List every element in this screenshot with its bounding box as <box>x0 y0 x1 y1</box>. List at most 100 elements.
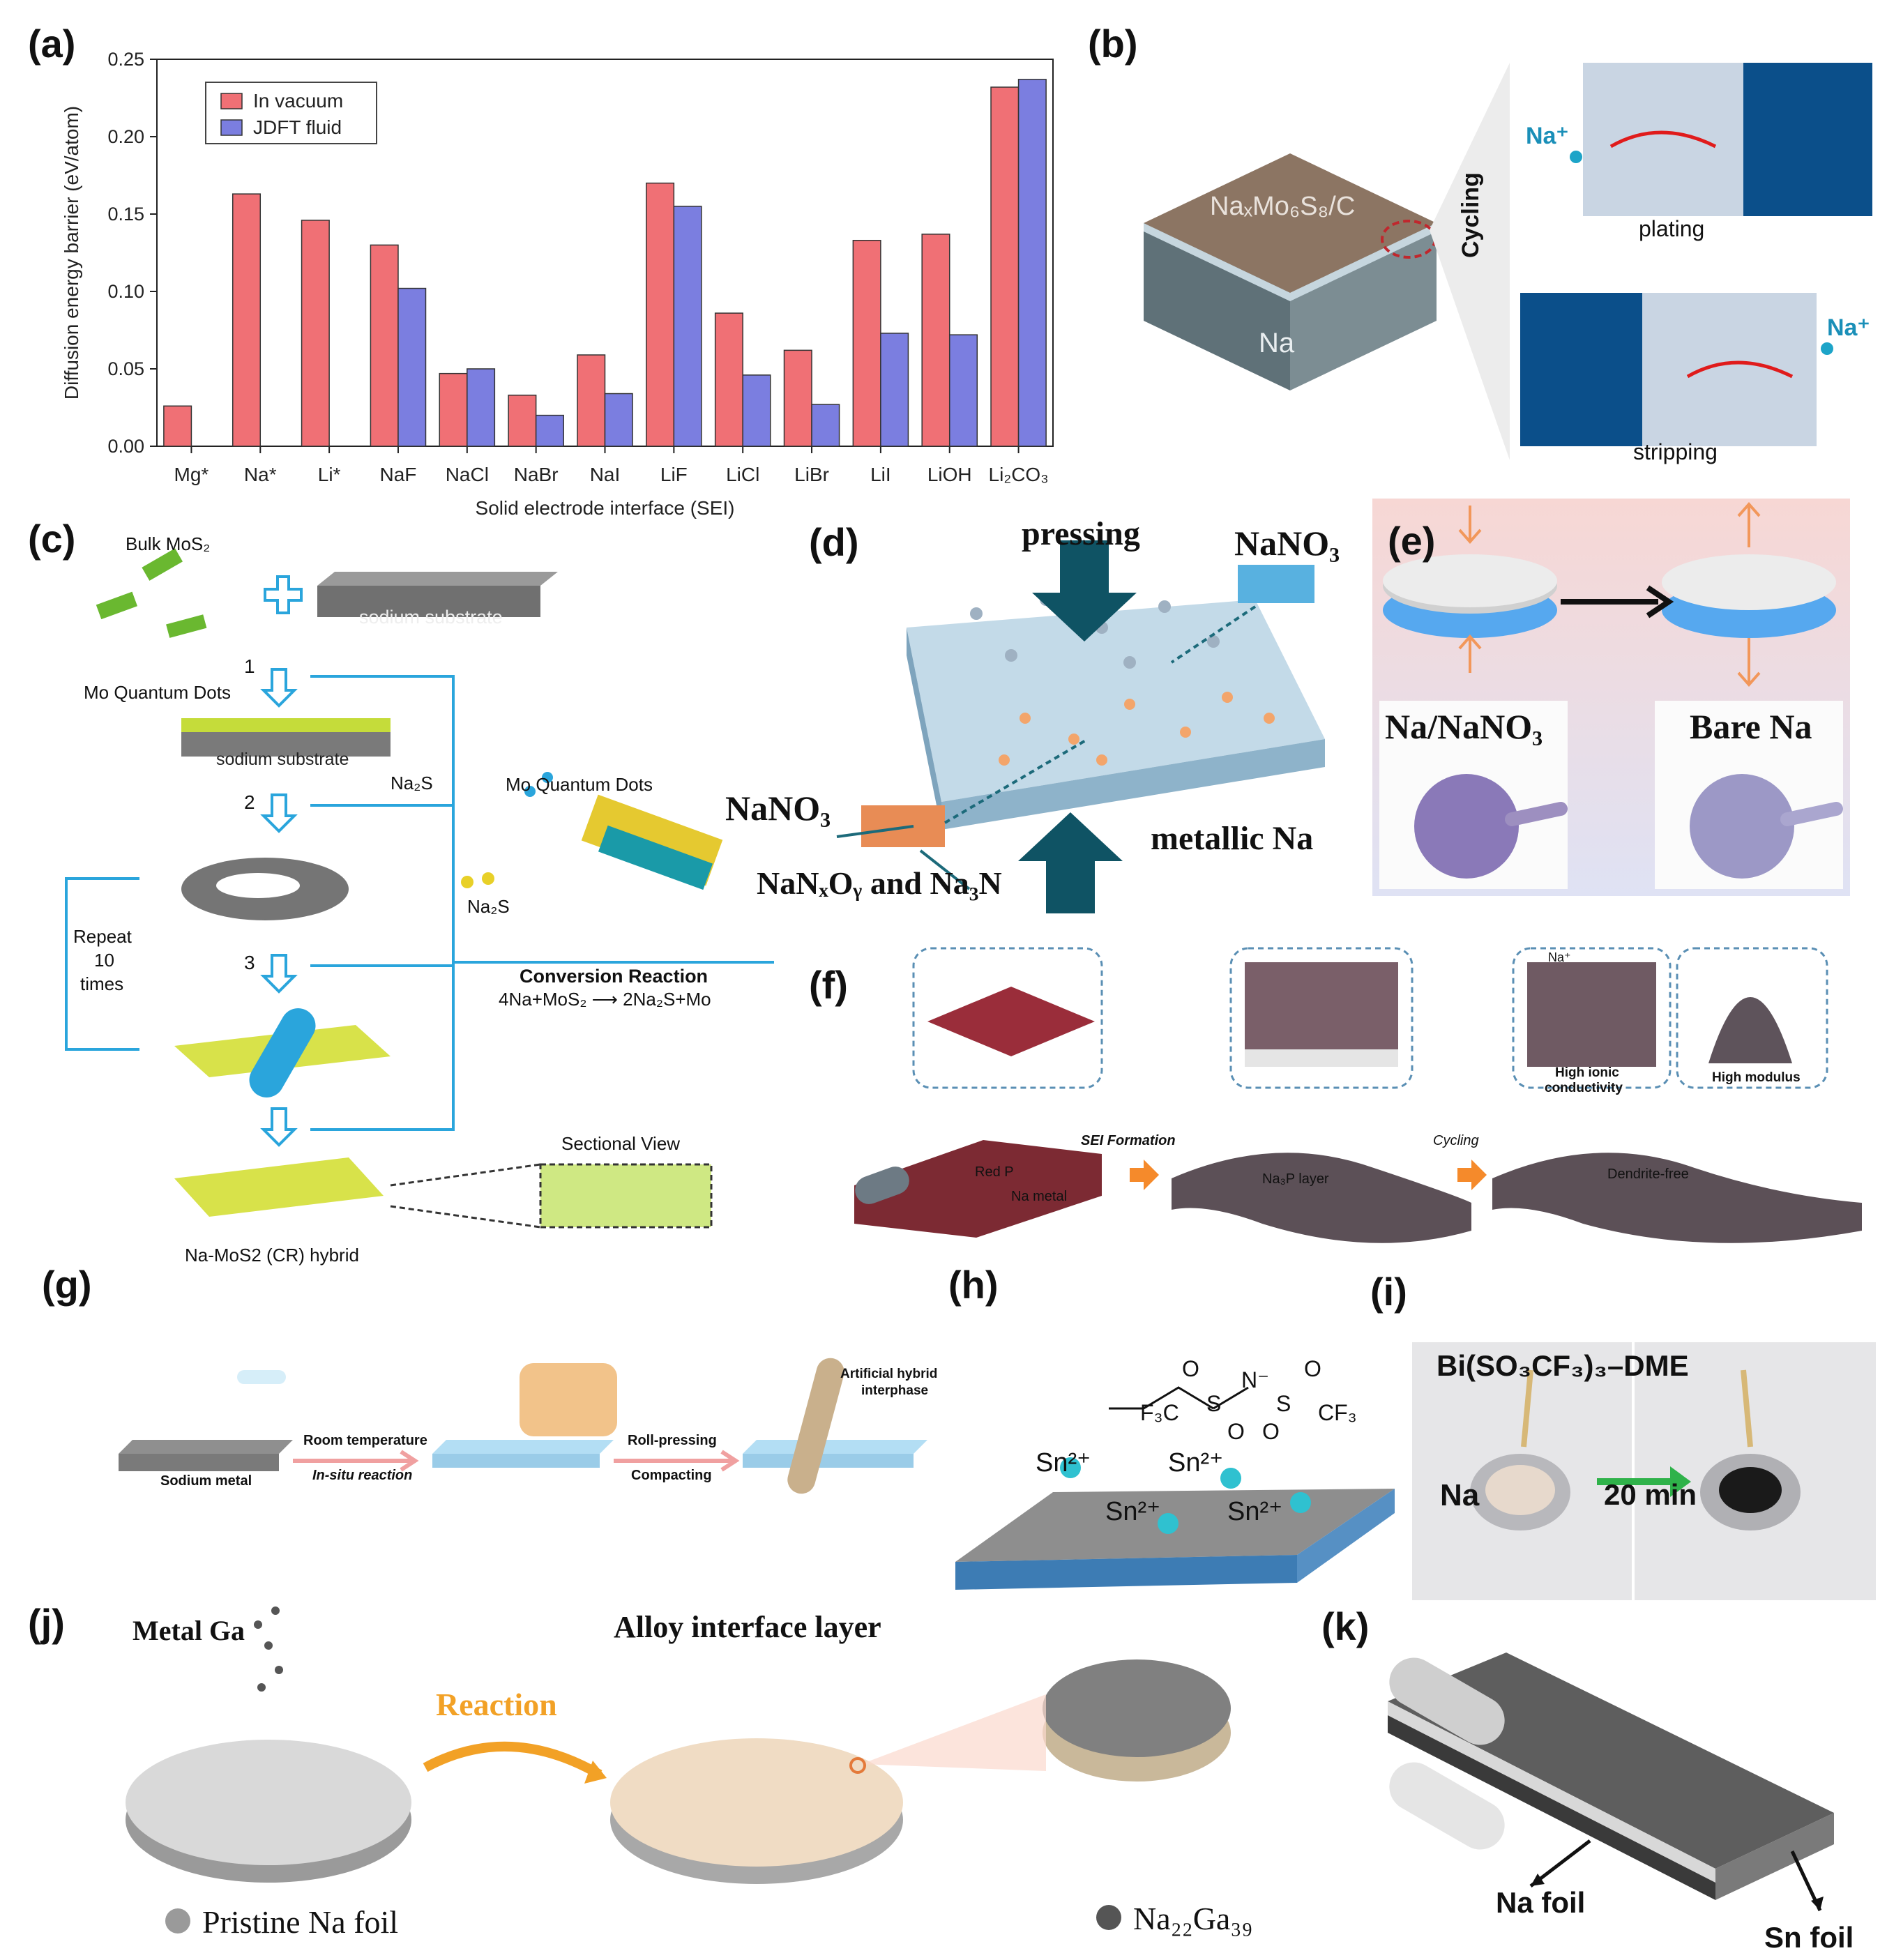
y-tick-label: 0.25 <box>107 49 144 70</box>
bar-jdft <box>397 287 427 447</box>
sn-foil-label: Sn foil <box>1764 1921 1854 1954</box>
bar-vacuum <box>577 354 606 447</box>
sodium-substrate-label: sodium substrate <box>359 607 503 628</box>
x-tick-label: LiBr <box>794 464 829 485</box>
step-2: 2 <box>244 791 255 813</box>
panel-label-f: (f) <box>809 963 848 1007</box>
panel-label-b: (b) <box>1088 22 1138 66</box>
s-label-1: S <box>1206 1391 1222 1416</box>
hybrid-label: Na-MoS2 (CR) hybrid <box>185 1245 359 1266</box>
bar-jdft <box>467 368 496 447</box>
bar-vacuum <box>439 372 468 447</box>
na-metal-label: Na metal <box>1011 1189 1068 1204</box>
sectional-view-label: Sectional View <box>561 1133 681 1154</box>
na2s-label-2: Na₂S <box>467 896 510 917</box>
bi-treatment-photo <box>1470 1342 1801 1600</box>
y-axis-label: Diffusion energy barrier (eV/atom) <box>61 106 82 400</box>
bar-vacuum <box>852 239 881 447</box>
o-label-2: O <box>1304 1356 1321 1381</box>
cycling-label-f: Cycling <box>1433 1133 1479 1148</box>
x-tick-label: Li* <box>318 464 341 485</box>
artificial-interphase-diagram <box>119 1358 927 1494</box>
sn-ion-1: Sn²⁺ <box>1036 1448 1091 1477</box>
panel-label-a: (a) <box>28 22 76 66</box>
x-axis-label: Solid electrode interface (SEI) <box>476 497 735 519</box>
s-label-2: S <box>1276 1391 1291 1416</box>
na-nano3-label: Na/NaNO₃ <box>1385 707 1543 746</box>
conversion-equation: 4Na+MoS₂ ⟶ 2Na₂S+Mo <box>499 989 711 1010</box>
mo-qd-label: Mo Quantum Dots <box>84 682 231 703</box>
x-tick-label: NaF <box>380 464 417 485</box>
x-tick-label: Li₂CO₃ <box>989 464 1049 485</box>
panel-f-illustration: Red P Na metal SEI Formation Na₃P layer … <box>844 945 1876 1266</box>
panel-i-photo: Bi(SO₃CF₃)₃–DME Na 20 min <box>1412 1342 1876 1600</box>
bar-jdft <box>742 374 771 447</box>
sei-formation-label: SEI Formation <box>1081 1133 1176 1148</box>
nano3-top-label: NaNO₃ <box>1234 524 1340 563</box>
panel-h-illustration: Sn²⁺ Sn²⁺ Sn²⁺ Sn²⁺ F₃C CF₃ N⁻ S S O O O… <box>948 1325 1402 1604</box>
room-temp-label: Room temperature <box>303 1433 427 1448</box>
nano3-disk-diagram <box>1379 501 1843 889</box>
x-tick-label: NaCl <box>446 464 489 485</box>
nano3-left-label: NaNO₃ <box>725 789 831 828</box>
compacting-label: Compacting <box>631 1468 712 1483</box>
cycling-label: Cycling <box>1457 172 1484 258</box>
red-p-label: Red P <box>975 1164 1014 1180</box>
panel-label-c: (c) <box>28 517 76 561</box>
panel-label-i: (i) <box>1370 1270 1407 1314</box>
panel-e-illustration: (e) Na/NaNO₃ Bare Na <box>1372 499 1850 896</box>
bar-vacuum <box>508 394 537 447</box>
nano3-pressing-diagram <box>836 540 1325 913</box>
bar-jdft <box>535 414 564 447</box>
x-tick-label: LiI <box>870 464 891 485</box>
x-tick-label: NaI <box>590 464 621 485</box>
panel-c-illustration: Bulk MoS₂ sodium substrate 1 Mo Quantum … <box>42 516 774 1269</box>
ion-label-bottom: Na⁺ <box>1827 314 1870 341</box>
o-label-3: O <box>1227 1419 1245 1444</box>
na-ion-label-f: Na⁺ <box>1548 950 1571 964</box>
sn-ion-2: Sn²⁺ <box>1168 1448 1224 1477</box>
sn-ion-4: Sn²⁺ <box>1227 1497 1283 1526</box>
sn-ion-3: Sn²⁺ <box>1105 1497 1161 1526</box>
na-mo6s8-electrode-diagram <box>1144 63 1872 460</box>
dendrite-free-label: Dendrite-free <box>1607 1167 1689 1182</box>
panel-label-e: (e) <box>1388 519 1436 563</box>
bar-jdft <box>604 393 633 447</box>
ga-alloy-diagram <box>126 1606 1231 1934</box>
metal-ga-label: Metal Ga <box>132 1615 245 1646</box>
bar-jdft <box>1017 79 1047 447</box>
panel-label-g: (g) <box>42 1263 92 1307</box>
na-sn-foil-diagram <box>1388 1653 1834 1912</box>
film-label: NaₓMo₆S₈/C <box>1210 192 1356 221</box>
roll-pressing-label: Roll-pressing <box>628 1433 717 1448</box>
x-tick-label: Mg* <box>174 464 209 485</box>
pristine-na-label: Pristine Na foil <box>202 1904 399 1940</box>
high-modulus-label: High modulus <box>1712 1070 1801 1085</box>
panel-k-illustration: Na foil Sn foil <box>1381 1639 1876 1954</box>
bar-vacuum <box>921 234 950 447</box>
conversion-title: Conversion Reaction <box>520 966 708 987</box>
bar-vacuum <box>783 349 812 447</box>
products-label: NaNₓOᵧ and Na₃N <box>757 865 1002 901</box>
na3p-layer-label: Na₃P layer <box>1262 1171 1329 1187</box>
base-label: Na <box>1259 328 1295 358</box>
y-tick-label: 0.05 <box>107 358 144 379</box>
bulk-mos2-label: Bulk MoS₂ <box>126 533 211 554</box>
bar-jdft <box>948 334 978 447</box>
y-tick-label: 0.00 <box>107 436 144 457</box>
panel-d-illustration: pressing NaNO₃ NaNO₃ metallic Na NaNₓOᵧ … <box>711 509 1374 920</box>
bar-vacuum <box>232 193 262 447</box>
substrate-label-2: sodium substrate <box>216 750 349 769</box>
stripping-label: stripping <box>1633 439 1718 464</box>
bar-vacuum <box>990 86 1020 447</box>
legend-swatch <box>220 93 243 109</box>
na22ga39-label: Na₂₂Ga₃₉ <box>1133 1901 1253 1936</box>
ion-label-top: Na⁺ <box>1526 123 1569 149</box>
legend-label: In vacuum <box>253 90 343 112</box>
x-tick-label: Na* <box>244 464 277 485</box>
x-tick-label: NaBr <box>514 464 559 485</box>
step-1: 1 <box>244 655 255 677</box>
na-foil-label: Na foil <box>1496 1886 1586 1919</box>
panel-label-k: (k) <box>1321 1604 1370 1648</box>
sodium-metal-label: Sodium metal <box>160 1473 252 1489</box>
